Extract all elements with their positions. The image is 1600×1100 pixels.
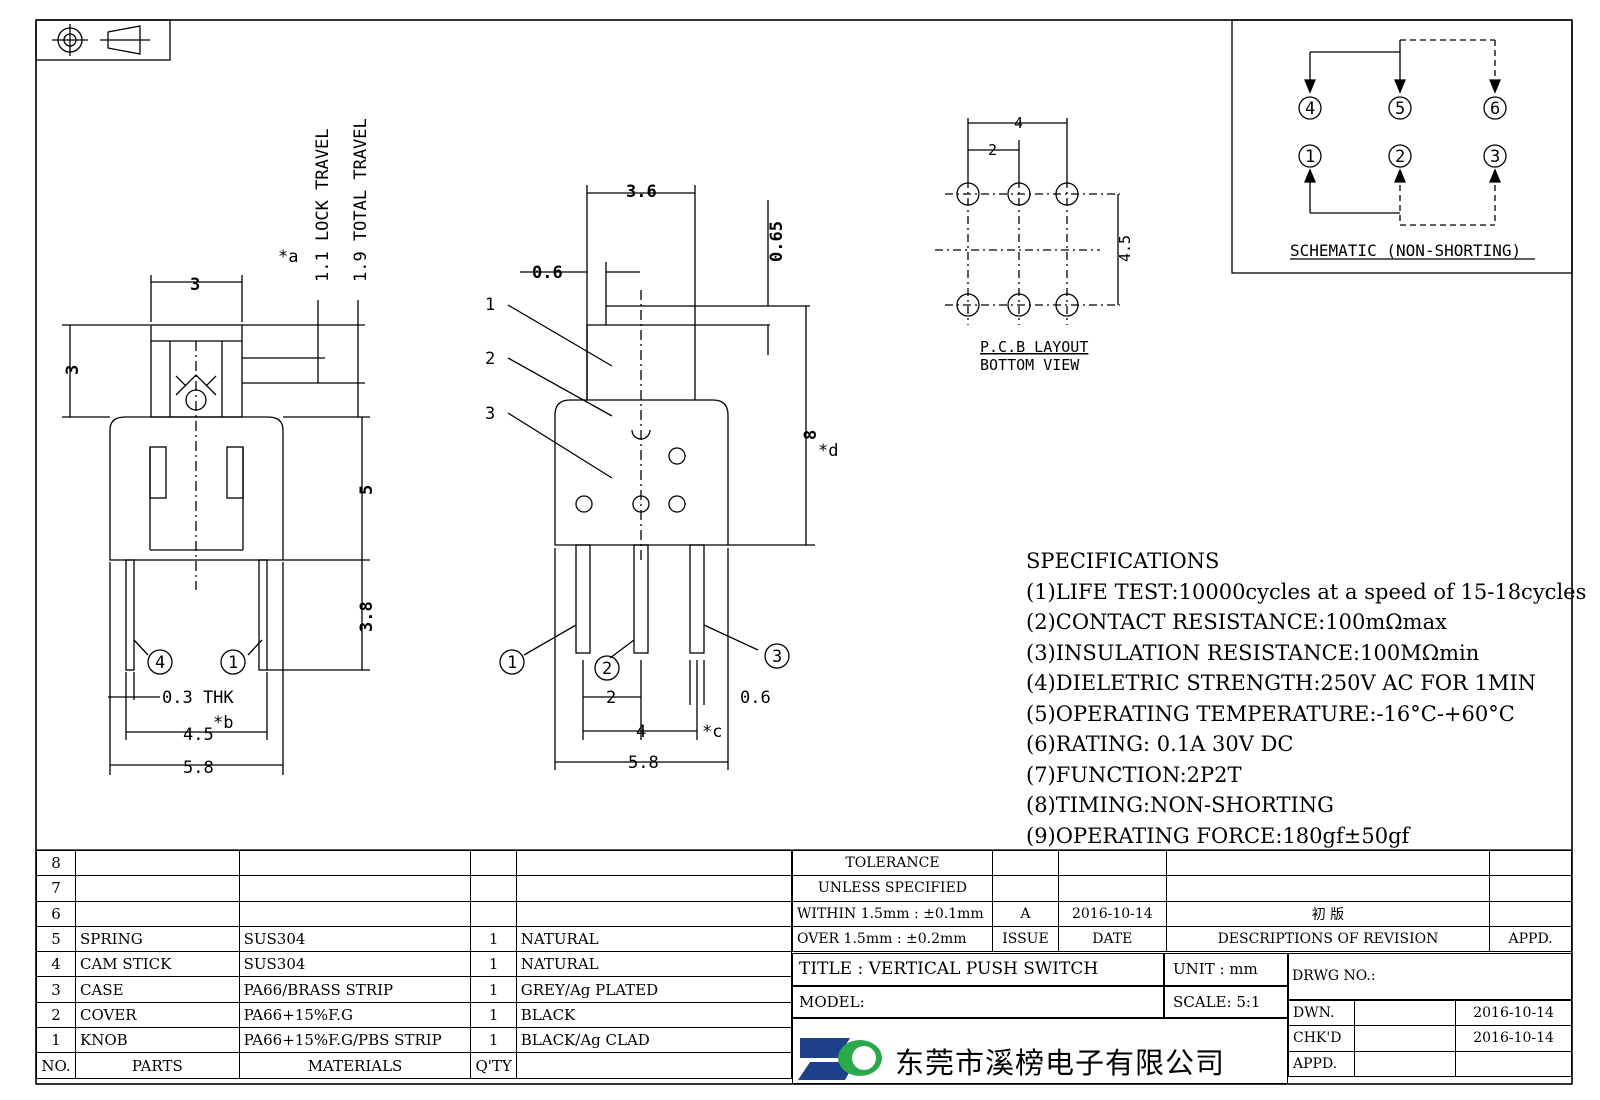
front-view (499, 185, 815, 770)
callout-3: 3 (485, 404, 495, 424)
tolerance-within: WITHIN 1.5mm : ±0.1mm (792, 900, 993, 927)
desc-header: DESCRIPTIONS OF REVISION (1165, 925, 1491, 953)
unless-label: UNLESS SPECIFIED (792, 875, 993, 902)
pin-label-1: 1 (228, 653, 238, 673)
issue-value: A (991, 900, 1059, 927)
bom-row: 8 (36, 849, 793, 877)
spec-item: (8)TIMING:NON-SHORTING (1026, 793, 1334, 817)
drawing-number-label: DRWG NO.: (1288, 953, 1572, 1000)
revision-block: TOLERANCE UNLESS SPECIFIED WITHIN 1.5mm … (792, 849, 1572, 953)
pcb-subtitle: BOTTOM VIEW (980, 356, 1080, 374)
callout-1: 1 (485, 295, 495, 315)
pin-label-4: 4 (155, 653, 165, 673)
specifications: SPECIFICATIONS (1)LIFE TEST:10000cycles … (1026, 546, 1586, 851)
company-logo (798, 1038, 882, 1080)
scale-label: SCALE: 5:1 (1164, 986, 1288, 1018)
dim-5-8-left: 5.8 (183, 758, 214, 778)
pin-callout-3: 3 (772, 647, 782, 667)
schematic-pin-6: 6 (1490, 99, 1500, 119)
approved-label: APPD. (1288, 1050, 1355, 1077)
date-header: DATE (1057, 925, 1167, 953)
checked-date: 2016-10-14 (1455, 1025, 1572, 1052)
dim-3-top: 3 (190, 275, 200, 295)
dim-lock-travel: 1.1 LOCK TRAVEL (313, 128, 333, 282)
spec-item: (4)DIELETRIC STRENGTH:250V AC FOR 1MIN (1026, 671, 1537, 695)
schematic-pin-2: 2 (1395, 147, 1405, 167)
pcb-dim-2: 2 (988, 141, 997, 159)
schematic-pin-1: 1 (1305, 147, 1315, 167)
dim-0-6-front: 0.6 (740, 688, 771, 708)
spec-item: (1)LIFE TEST:10000cycles at a speed of 1… (1026, 579, 1587, 604)
pcb-title: P.C.B LAYOUT (980, 338, 1088, 356)
spec-item: (7)FUNCTION:2P2T (1026, 762, 1242, 787)
dim-total-travel: 1.9 TOTAL TRAVEL (351, 118, 371, 282)
dim-4-front: 4 (636, 722, 646, 742)
sheet-border (35, 19, 1573, 1085)
pcb-dim-4: 4 (1014, 114, 1023, 132)
company-box (792, 1018, 1288, 1084)
spec-item: (2)CONTACT RESISTANCE:100mΩmax (1026, 610, 1447, 634)
dim-8: 8 (801, 430, 821, 440)
spec-item: (5)OPERATING TEMPERATURE:-16°C-+60°C (1026, 701, 1515, 726)
issue-header: ISSUE (991, 925, 1059, 953)
schematic-pin-4: 4 (1305, 99, 1315, 119)
spec-item: (6)RATING: 0.1A 30V DC (1026, 732, 1294, 756)
company-name: 东莞市溪榜电子有限公司 (895, 1046, 1226, 1080)
note-a: *a (278, 247, 298, 267)
spec-title: SPECIFICATIONS (1026, 549, 1220, 573)
pin-callout-2: 2 (602, 659, 612, 679)
unit-label: UNIT : mm (1164, 953, 1288, 986)
dim-0-6-top: 0.6 (532, 263, 563, 283)
dim-3-6: 3.6 (626, 182, 657, 202)
drawn-label: DWN. (1288, 999, 1355, 1027)
note-b: *b (213, 713, 233, 733)
pcb-dim-4-5: 4.5 (1116, 235, 1134, 262)
tolerance-over: OVER 1.5mm : ±0.2mm (792, 925, 993, 953)
checked-label: CHK'D (1288, 1025, 1355, 1052)
callout-2: 2 (485, 349, 495, 369)
model-label: MODEL: (792, 986, 1164, 1018)
dim-5-body: 5 (357, 485, 377, 495)
spec-item: (9)OPERATING FORCE:180gf±50gf (1026, 823, 1410, 848)
spec-item: (3)INSULATION RESISTANCE:100MΩmin (1026, 640, 1480, 665)
pcb-layout (935, 118, 1120, 325)
dim-3-knob: 3 (63, 365, 83, 375)
note-d: *d (818, 441, 838, 461)
drawn-date: 2016-10-14 (1455, 999, 1572, 1027)
bom-row: 7 (36, 875, 793, 902)
schematic-pin-5: 5 (1395, 99, 1405, 119)
dim-4-5: 4.5 (183, 725, 214, 745)
revision-date: 2016-10-14 (1057, 900, 1167, 927)
dim-3-8-pin: 3.8 (357, 601, 377, 632)
revision-desc: 初 版 (1165, 900, 1491, 927)
dim-2-front: 2 (606, 688, 616, 708)
schematic (1231, 19, 1573, 274)
approval-block: DWN. 2016-10-14 CHK'D 2016-10-14 APPD. (1288, 999, 1572, 1077)
left-view (62, 275, 370, 775)
pin-callout-1: 1 (507, 653, 517, 673)
bom-row: 6 (36, 900, 793, 927)
projection-symbol (35, 19, 171, 61)
dim-thk: 0.3 THK (162, 688, 234, 708)
note-c: *c (702, 722, 722, 742)
dim-0-65: 0.65 (767, 221, 787, 262)
drawing-title: TITLE : VERTICAL PUSH SWITCH (792, 953, 1164, 986)
appd-header: APPD. (1489, 925, 1572, 953)
dim-5-8-front: 5.8 (628, 753, 659, 773)
schematic-pin-3: 3 (1490, 147, 1500, 167)
schematic-caption: SCHEMATIC (NON-SHORTING) (1290, 241, 1521, 260)
tolerance-label: TOLERANCE (792, 849, 993, 877)
